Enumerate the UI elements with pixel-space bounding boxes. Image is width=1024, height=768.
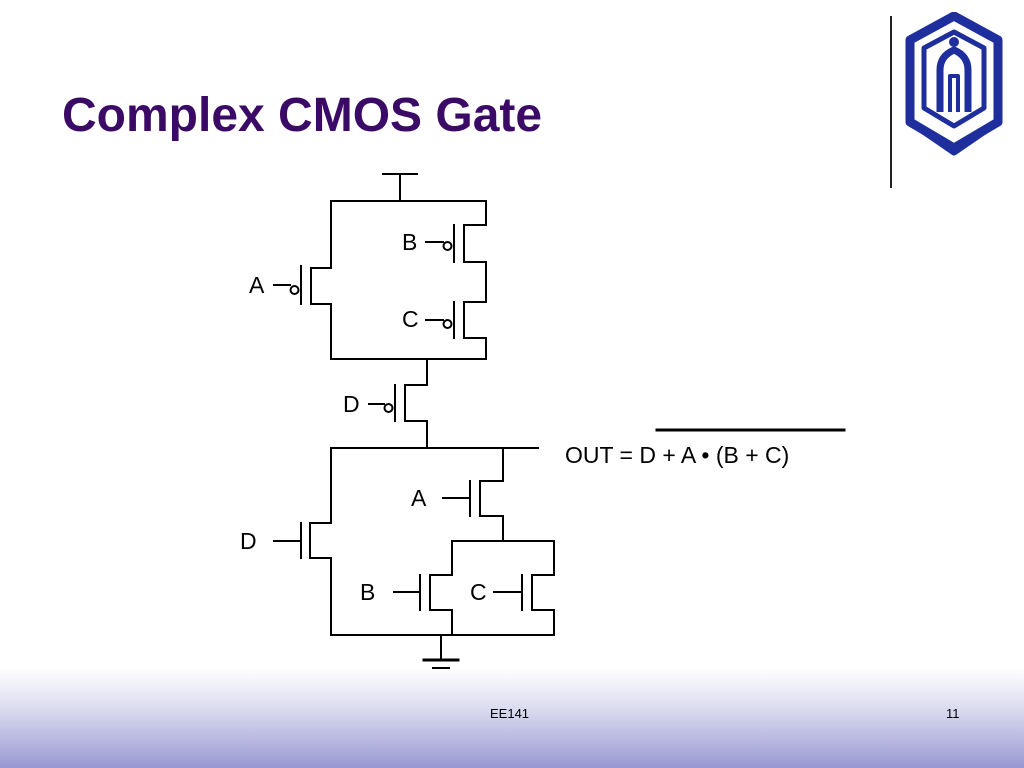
nmos-d-label: D bbox=[240, 528, 257, 554]
nmos-d-channel bbox=[309, 447, 332, 636]
footer-page-number: 11 bbox=[946, 706, 960, 721]
pmos-c-bubble bbox=[442, 319, 453, 329]
circuit-wires bbox=[273, 173, 846, 669]
pmos-b-bubble bbox=[442, 241, 453, 251]
nmos-c-channel bbox=[531, 540, 555, 636]
pmos-d-channel bbox=[404, 358, 428, 449]
emblem-arch bbox=[936, 46, 972, 112]
slide-title: Complex CMOS Gate bbox=[62, 89, 543, 142]
pmos-d-bubble bbox=[383, 403, 394, 413]
pmos-a-bubble bbox=[289, 285, 300, 295]
nmos-b-channel bbox=[429, 540, 453, 636]
output-expression: D + A • (B + C) bbox=[639, 442, 789, 468]
nmos-b-label: B bbox=[360, 579, 375, 605]
emblem-center-pillar bbox=[948, 74, 960, 112]
emblem-base-chevron bbox=[920, 127, 988, 156]
output-equation: OUT = D + A • (B + C) bbox=[565, 442, 789, 468]
nmos-c-label: C bbox=[470, 579, 487, 605]
university-emblem-icon bbox=[905, 12, 1003, 156]
output-prefix: OUT = bbox=[565, 442, 639, 468]
footer-course-label: EE141 bbox=[490, 706, 530, 721]
pmos-c-channel bbox=[463, 299, 487, 360]
emblem-dot bbox=[949, 37, 959, 47]
pmos-d-label: D bbox=[343, 391, 360, 417]
nmos-a-label: A bbox=[411, 485, 427, 511]
pmos-b-label: B bbox=[402, 229, 417, 255]
nmos-a-channel bbox=[479, 447, 504, 542]
header-divider-line bbox=[890, 16, 892, 188]
emblem-strokes bbox=[905, 12, 1003, 156]
emblem-inner-ring bbox=[921, 29, 987, 129]
pmos-b-channel bbox=[463, 200, 487, 301]
footer-gradient-band bbox=[0, 668, 1024, 768]
pmos-c-label: C bbox=[402, 306, 419, 332]
pmos-a-label: A bbox=[249, 272, 265, 298]
pmos-a-channel bbox=[310, 247, 332, 331]
